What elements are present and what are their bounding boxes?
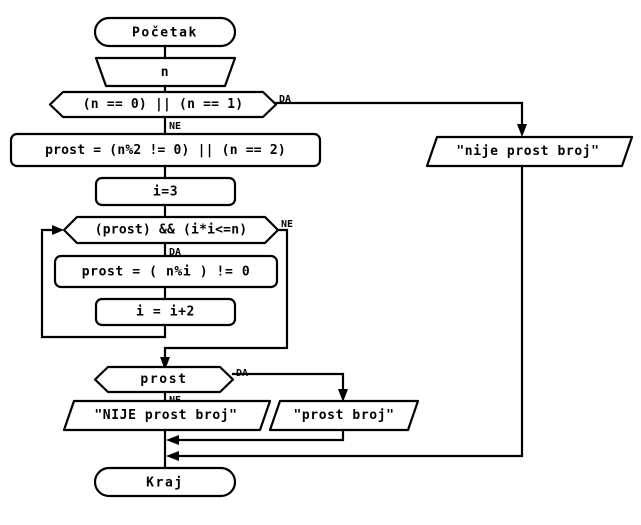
node-assign-i3-label: i=3 [153,185,178,200]
branch-label-loop-yes: DA [169,247,181,258]
node-output-nije-upper-label: "nije prost broj" [456,144,599,159]
connector-loop-back [40,228,167,339]
node-assign-i-inc-label: i = i+2 [136,305,195,320]
branch-label-loop-no: NE [281,219,293,230]
node-output-prost-label: "prost broj" [293,408,394,423]
node-assign-prost-mod[interactable]: prost = ( n%i ) != 0 [53,254,279,289]
connector-prost-yes-to-output [231,372,345,394]
arrowhead-loop-no [160,357,170,370]
node-output-prost[interactable]: "prost broj" [268,399,420,432]
node-output-nije-lower[interactable]: "NIJE prost broj" [62,399,272,432]
node-decision-trivial[interactable]: (n == 0) || (n == 1) [48,90,278,119]
arrowhead-prost-broj-merge [166,435,179,445]
node-decision-prost-label: prost [140,372,187,387]
arrowhead-nije-upper-merge [166,451,179,461]
arrowhead-trivial-yes [517,124,527,137]
node-output-nije-lower-label: "NIJE prost broj" [94,408,237,423]
node-input-n-label: n [161,65,169,80]
node-assign-prost[interactable]: prost = (n%2 != 0) || (n == 2) [9,132,322,168]
node-start-label: Početak [132,26,198,41]
node-output-nije-upper[interactable]: "nije prost broj" [425,135,634,168]
node-decision-prost[interactable]: prost [93,365,235,394]
node-end-label: Kraj [146,476,184,491]
branch-label-prost-yes: DA [236,368,248,379]
connector-loop-no-to-prost [163,228,289,362]
node-assign-prost-label: prost = (n%2 != 0) || (n == 2) [45,143,286,158]
branch-label-trivial-no: NE [169,121,181,132]
node-end[interactable]: Kraj [93,466,237,498]
arrowhead-loop-back [52,225,64,235]
node-loop-decision-label: (prost) && (i*i<=n) [95,223,248,238]
connector-prost-broj-to-merge [174,428,345,442]
connector-nije-upper-to-merge [174,164,524,458]
node-assign-prost-mod-label: prost = ( n%i ) != 0 [82,265,251,280]
arrowhead-prost-yes [338,389,348,402]
node-decision-trivial-label: (n == 0) || (n == 1) [83,97,244,112]
node-input-n[interactable]: n [94,56,237,88]
branch-label-trivial-yes: DA [279,94,291,105]
connector-trivial-yes-to-output [274,101,524,129]
node-start[interactable]: Početak [93,16,237,48]
node-loop-decision[interactable]: (prost) && (i*i<=n) [62,215,280,245]
node-assign-i3[interactable]: i=3 [94,176,237,207]
node-assign-i-inc[interactable]: i = i+2 [94,297,237,327]
